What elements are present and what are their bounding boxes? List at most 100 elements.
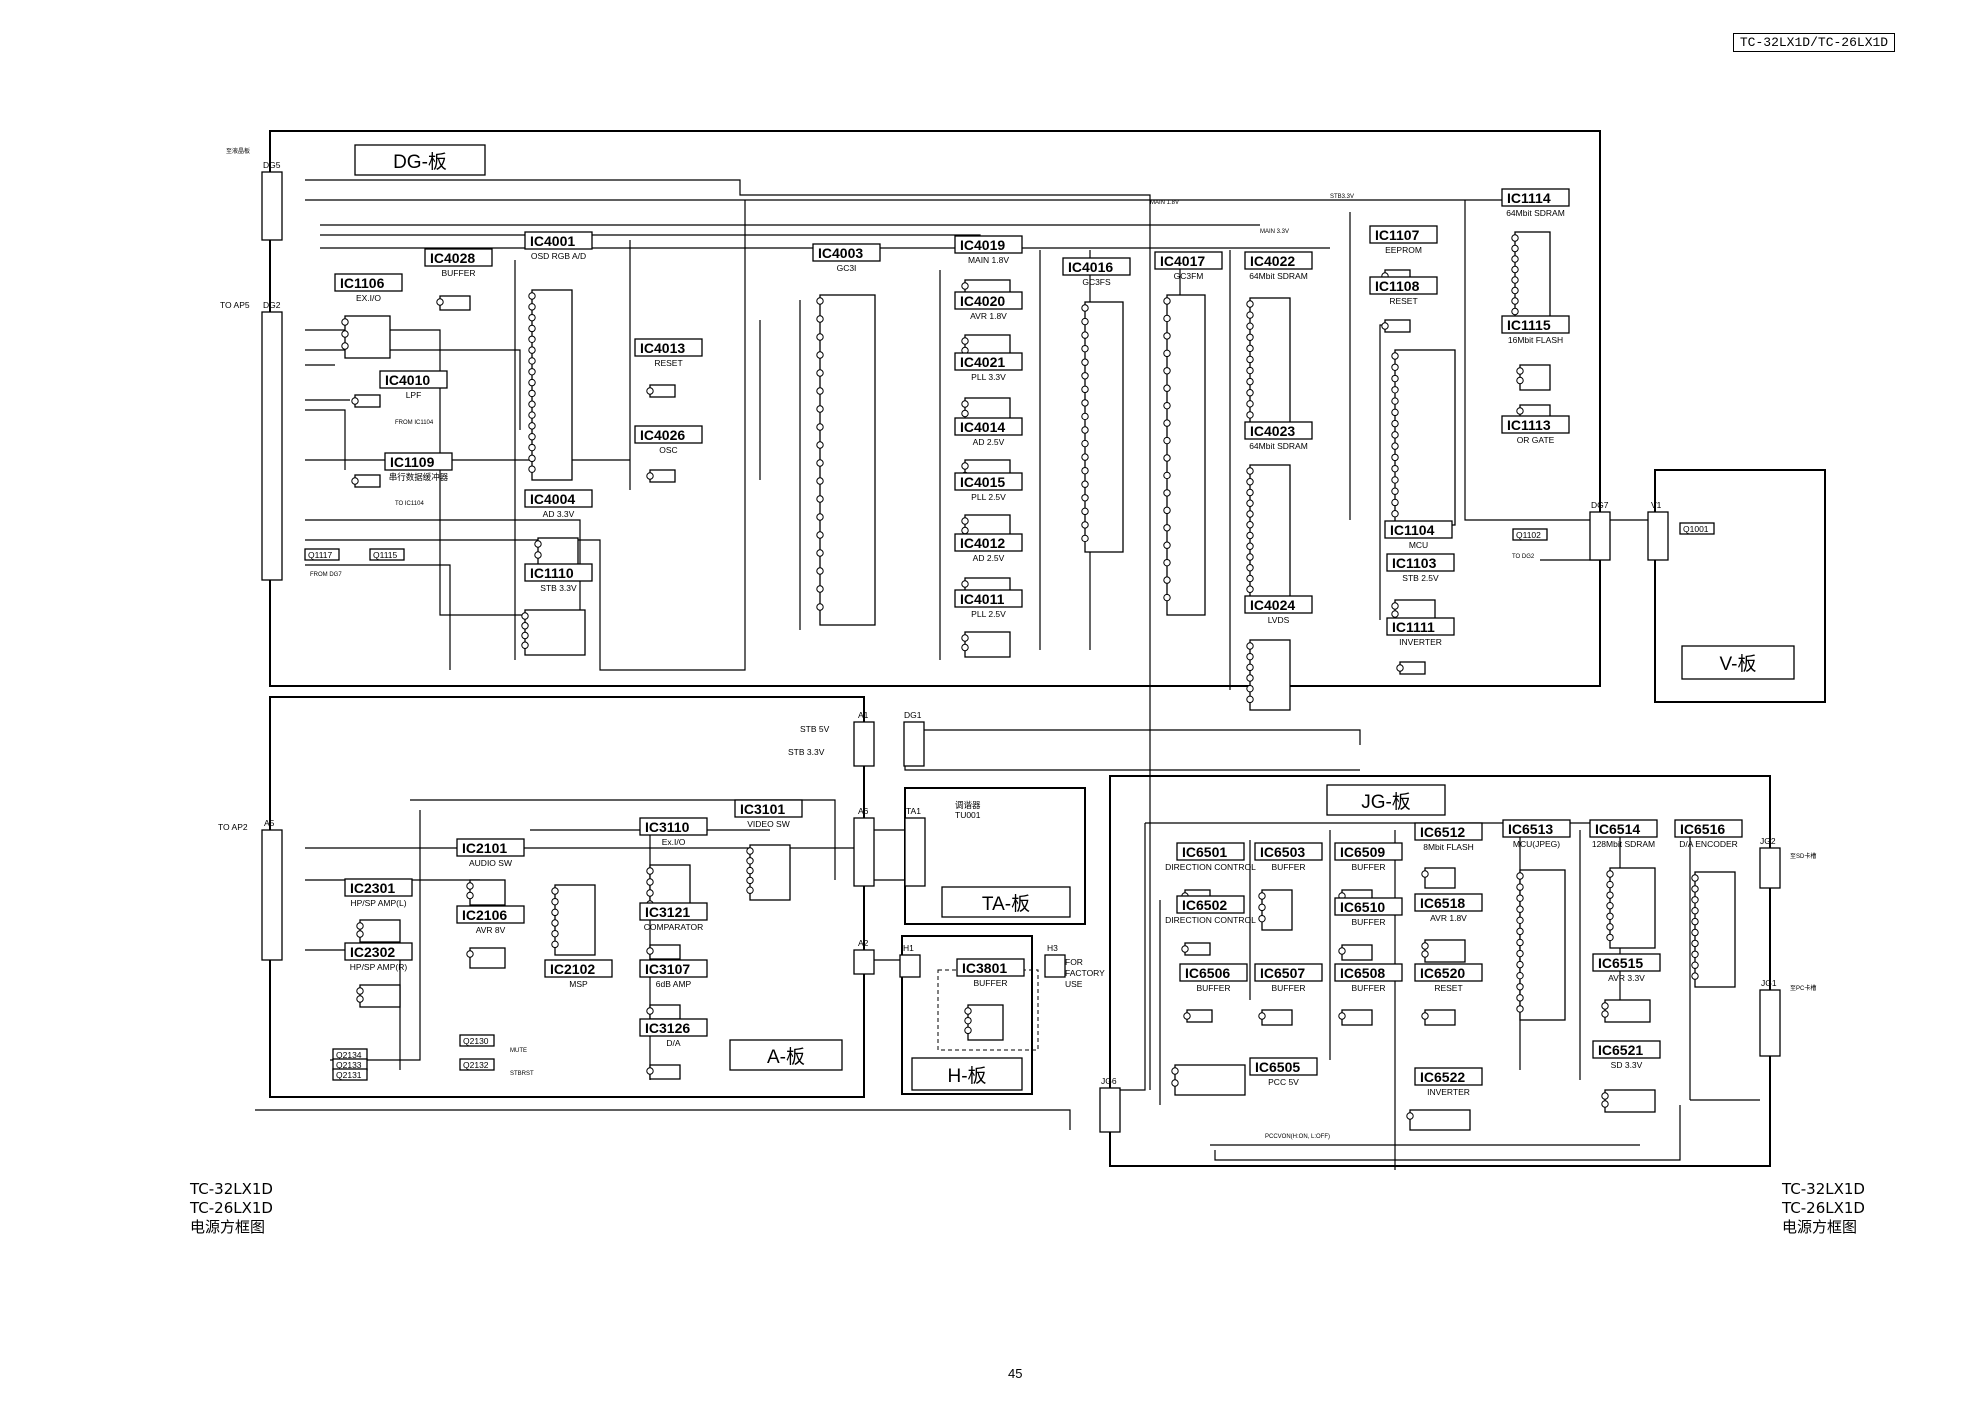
ic-function-label: 8Mbit FLASH: [1423, 842, 1474, 852]
ic-ref-box: [1249, 1057, 1318, 1076]
tuner-label: TU001: [955, 810, 981, 820]
stbrst-label: STBRST: [510, 1071, 534, 1077]
ic-ref-box: [812, 243, 881, 262]
ic-pin: [356, 987, 364, 995]
ic-pin: [1516, 960, 1524, 969]
ic-pin: [1081, 507, 1089, 516]
ic-pin: [1601, 1092, 1609, 1100]
ic-pin: [1511, 234, 1519, 242]
ic-pin: [551, 887, 559, 895]
ic-body: [1166, 294, 1206, 616]
ic-pin: [1516, 872, 1524, 880]
ic-pin: [1258, 892, 1266, 900]
ic-pin: [528, 465, 536, 473]
ic-body: [359, 984, 401, 1008]
ic-body: [1341, 1009, 1373, 1026]
ic-ref-box: [956, 958, 1025, 977]
transistor-q2133: Q2133: [332, 1058, 368, 1071]
ic-pin: [351, 397, 359, 405]
ic-function-label: AVR 3.3V: [1608, 973, 1645, 983]
ic-pin: [1691, 896, 1699, 904]
ic-ref-label: IC4004: [530, 491, 575, 507]
ic-function-label: AD 2.5V: [973, 553, 1005, 563]
ic-ref-box: [1369, 225, 1438, 244]
ic-pin: [528, 378, 536, 387]
ic-pin: [534, 540, 542, 548]
ic-ref-box: [1176, 842, 1245, 861]
ic-ref-label: IC6516: [1680, 821, 1725, 837]
ic-function-label: BUFFER: [1352, 917, 1386, 927]
ic-ref-box: [1244, 251, 1313, 270]
ic-ref-label: IC3121: [645, 904, 690, 920]
ic-ref-label: IC2102: [550, 961, 595, 977]
ic-pin: [351, 477, 359, 485]
ic-body: [1084, 301, 1124, 553]
ic-pin: [528, 400, 536, 408]
ic-pin: [1601, 1010, 1609, 1018]
ic-pin: [1181, 945, 1189, 953]
ic-ref-box: [639, 817, 708, 836]
ic-pin: [551, 929, 559, 938]
ic-function-label: DIRECTION CONTROL: [1165, 862, 1256, 872]
ic-pin: [1338, 947, 1346, 955]
ic-pin: [1081, 534, 1089, 543]
ic-ref-label: IC4019: [960, 237, 1005, 253]
ic-ref-box: [954, 352, 1023, 371]
ic-ref-box: [456, 905, 525, 924]
ic-pin: [1163, 524, 1171, 532]
ic-function-label: 128Mbit SDRAM: [1592, 839, 1655, 849]
to-ic1104-label: TO IC1104: [395, 501, 424, 507]
ic-ref-box: [1674, 819, 1743, 838]
ic-function-label: EX.I/O: [356, 293, 381, 303]
ic-ref-label: IC1113: [1507, 417, 1551, 433]
ic-pin: [1163, 419, 1171, 427]
ic-ref-label: IC6515: [1598, 955, 1643, 971]
ic-function-label: HP/SP AMP(L): [350, 898, 406, 908]
ic-pin: [961, 409, 969, 418]
ic-pin: [551, 919, 559, 927]
ic-ref-box: [1414, 1067, 1483, 1086]
ic-pin: [816, 351, 824, 359]
svg-text:TA1: TA1: [906, 806, 921, 816]
transistor-label: Q2133: [336, 1060, 362, 1070]
ic-pin: [816, 405, 824, 413]
ic-pin: [746, 886, 754, 894]
svg-text:H1: H1: [903, 943, 914, 953]
ic-pin: [816, 297, 824, 305]
ic-pin: [961, 337, 969, 345]
footer-caption-left: TC-32LX1D TC-26LX1D 电源方框图: [190, 1180, 273, 1237]
ic-pin: [466, 891, 474, 900]
ic-ref-label: IC1107: [1375, 227, 1420, 243]
ic-pin: [1391, 374, 1399, 383]
ic-ref-label: IC6514: [1595, 821, 1640, 837]
ic-pin: [1516, 905, 1524, 913]
ic-ref-label: IC4028: [430, 250, 475, 266]
ic-pin: [1246, 333, 1254, 341]
ic-pin: [1246, 411, 1254, 419]
transistor-label: Q1115: [373, 550, 398, 560]
ic-ref-label: IC6505: [1255, 1059, 1300, 1075]
ic-function-label: BUFFER: [1272, 983, 1306, 993]
ic-ref-label: IC6513: [1508, 821, 1553, 837]
ic-function-label: BUFFER: [1352, 862, 1386, 872]
ic-ref-label: IC3101: [740, 801, 785, 817]
ic-ref-label: IC2301: [350, 880, 395, 896]
ic-pin: [816, 423, 824, 431]
ic-pin: [1691, 907, 1699, 915]
ic-ref-box: [524, 489, 593, 508]
connector-v1: V1: [1647, 500, 1669, 561]
ic-body: [964, 631, 1011, 658]
ic-pin: [341, 330, 349, 338]
ic-pin: [1516, 367, 1524, 375]
